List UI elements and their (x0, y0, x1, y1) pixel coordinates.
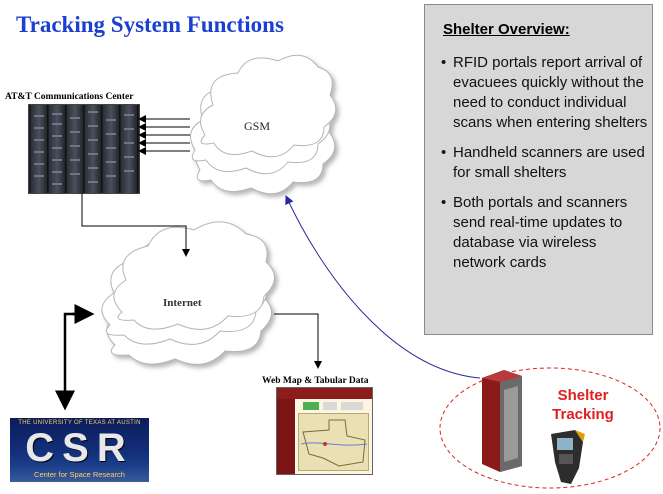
gsm-cloud (190, 54, 337, 195)
csr-logo: THE UNIVERSITY OF TEXAS AT AUSTIN CSR Ce… (10, 418, 149, 482)
server-to-internet-arrow (81, 193, 190, 257)
rfid-portal-image (482, 370, 522, 472)
server-rack-image (28, 104, 140, 194)
gsm-label: GSM (244, 119, 271, 133)
att-center-label: AT&T Communications Center (5, 92, 134, 102)
shelter-tracking-label: Shelter Tracking (548, 386, 618, 424)
list-item: Handheld scanners are used for small she… (439, 143, 651, 183)
csr-logo-letters: CSR (25, 426, 134, 470)
gsm-to-server-arrows (138, 115, 190, 155)
handheld-scanner-image (551, 430, 585, 484)
shelter-tracking-ellipse (439, 367, 661, 489)
internet-to-webmap-arrow (274, 313, 322, 369)
web-map-thumbnail (276, 387, 373, 475)
list-item: Both portals and scanners send real-time… (439, 193, 651, 273)
shelter-overview-heading: Shelter Overview: (443, 21, 570, 38)
shelter-to-gsm-arc (285, 195, 481, 379)
diagram-title: Tracking System Functions (16, 12, 284, 37)
shelter-tracking-label-line2: Tracking (552, 406, 614, 423)
shelter-tracking-label-line1: Shelter (557, 387, 609, 404)
internet-cloud (101, 221, 275, 365)
list-item: RFID portals report arrival of evacuees … (439, 53, 651, 133)
csr-logo-subtitle: Center for Space Research (34, 470, 125, 479)
internet-label: Internet (163, 297, 202, 309)
csr-logo-university: THE UNIVERSITY OF TEXAS AT AUSTIN (18, 420, 141, 426)
shelter-overview-list: RFID portals report arrival of evacuees … (439, 53, 651, 283)
csr-internet-link (55, 312, 92, 411)
shelter-overview-panel: Shelter Overview: RFID portals report ar… (424, 4, 653, 335)
web-map-label: Web Map & Tabular Data (262, 376, 369, 386)
